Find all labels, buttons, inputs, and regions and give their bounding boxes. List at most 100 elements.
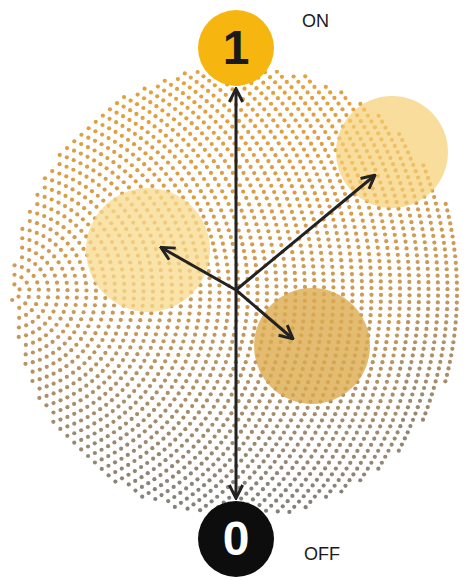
sphere-dot bbox=[45, 355, 49, 359]
sphere-dot bbox=[72, 235, 76, 239]
sphere-dot bbox=[130, 428, 134, 432]
sphere-dot bbox=[135, 412, 139, 416]
sphere-dot bbox=[64, 174, 68, 178]
sphere-dot bbox=[119, 144, 123, 148]
sphere-dot bbox=[253, 124, 257, 128]
sphere-dot bbox=[144, 440, 148, 444]
sphere-dot bbox=[261, 487, 265, 491]
sphere-dot bbox=[20, 265, 24, 269]
sphere-dot bbox=[278, 236, 282, 240]
sphere-dot bbox=[35, 193, 39, 197]
sphere-dot bbox=[310, 257, 314, 261]
sphere-dot bbox=[312, 166, 316, 170]
sphere-dot bbox=[276, 96, 280, 100]
sphere-dot bbox=[86, 222, 90, 226]
sphere-dot bbox=[360, 293, 364, 297]
sphere-dot bbox=[47, 249, 51, 253]
sphere-dot bbox=[78, 161, 82, 165]
sphere-dot bbox=[57, 191, 61, 195]
sphere-dot bbox=[12, 273, 16, 277]
sphere-dot bbox=[173, 332, 177, 336]
sphere-dot bbox=[325, 172, 329, 176]
sphere-dot bbox=[278, 399, 282, 403]
sphere-dot bbox=[172, 485, 176, 489]
sphere-dot bbox=[330, 265, 334, 269]
sphere-dot bbox=[168, 443, 172, 447]
sphere-dot bbox=[216, 399, 220, 403]
sphere-dot bbox=[216, 202, 220, 206]
sphere-dot bbox=[285, 197, 289, 201]
sphere-dot bbox=[297, 472, 301, 476]
sphere-dot bbox=[69, 348, 73, 352]
sphere-dot bbox=[103, 296, 107, 300]
sphere-dot bbox=[181, 366, 185, 370]
sphere-dot bbox=[72, 392, 76, 396]
sphere-dot bbox=[215, 319, 219, 323]
sphere-dot bbox=[307, 204, 311, 208]
sphere-dot bbox=[259, 183, 263, 187]
sphere-dot bbox=[56, 200, 60, 204]
sphere-dot bbox=[366, 245, 370, 249]
sphere-dot bbox=[103, 351, 107, 355]
sphere-dot bbox=[280, 165, 284, 169]
sphere-dot bbox=[211, 93, 215, 97]
sphere-dot bbox=[46, 295, 50, 299]
sphere-dot bbox=[64, 353, 68, 357]
sphere-dot bbox=[110, 357, 114, 361]
sphere-dot bbox=[98, 162, 102, 166]
sphere-dot bbox=[128, 108, 132, 112]
sphere-dot bbox=[58, 153, 62, 157]
sphere-dot bbox=[149, 156, 153, 160]
sphere-dot bbox=[277, 203, 281, 207]
sphere-dot bbox=[72, 158, 76, 162]
sphere-dot bbox=[288, 454, 292, 458]
sphere-dot bbox=[79, 229, 83, 233]
sphere-dot bbox=[255, 141, 259, 145]
sphere-dot bbox=[351, 218, 355, 222]
sphere-dot bbox=[34, 251, 38, 255]
sphere-dot bbox=[369, 293, 373, 297]
sphere-dot bbox=[231, 171, 235, 175]
sphere-dot bbox=[262, 190, 266, 194]
sphere-dot bbox=[104, 166, 108, 170]
sphere-dot bbox=[244, 360, 248, 364]
sphere-dot bbox=[248, 119, 252, 123]
sphere-dot bbox=[271, 430, 275, 434]
sphere-dot bbox=[162, 144, 166, 148]
sphere-dot bbox=[196, 353, 200, 357]
sphere-dot bbox=[24, 323, 28, 327]
sphere-dot bbox=[242, 87, 246, 91]
sphere-dot bbox=[158, 463, 162, 467]
sphere-dot bbox=[378, 306, 382, 310]
sphere-dot bbox=[320, 185, 324, 189]
sphere-dot bbox=[242, 215, 246, 219]
sphere-dot bbox=[113, 450, 117, 454]
sphere-dot bbox=[350, 299, 354, 303]
sphere-dot bbox=[159, 493, 163, 497]
sphere-dot bbox=[308, 472, 312, 476]
sphere-dot bbox=[245, 177, 249, 181]
sphere-dot bbox=[160, 425, 164, 429]
sphere-dot bbox=[113, 130, 117, 134]
sphere-dot bbox=[207, 305, 211, 309]
sphere-dot bbox=[140, 485, 144, 489]
sphere-dot bbox=[320, 142, 324, 146]
sphere-dot bbox=[126, 463, 130, 467]
sphere-dot bbox=[257, 130, 261, 134]
sphere-dot bbox=[198, 508, 202, 512]
sphere-dot bbox=[117, 325, 121, 329]
sphere-dot bbox=[198, 373, 202, 377]
sphere-dot bbox=[323, 224, 327, 228]
sphere-dot bbox=[359, 212, 363, 216]
sphere-dot bbox=[229, 235, 233, 239]
sphere-dot bbox=[72, 402, 76, 406]
sphere-dot bbox=[83, 373, 87, 377]
sphere-dot bbox=[282, 216, 286, 220]
sphere-dot bbox=[57, 162, 61, 166]
sphere-dot bbox=[42, 224, 46, 228]
sphere-dot bbox=[213, 177, 217, 181]
sphere-dot bbox=[186, 450, 190, 454]
sphere-dot bbox=[176, 133, 180, 137]
sphere-dot bbox=[162, 447, 166, 451]
sphere-dot bbox=[50, 188, 54, 192]
